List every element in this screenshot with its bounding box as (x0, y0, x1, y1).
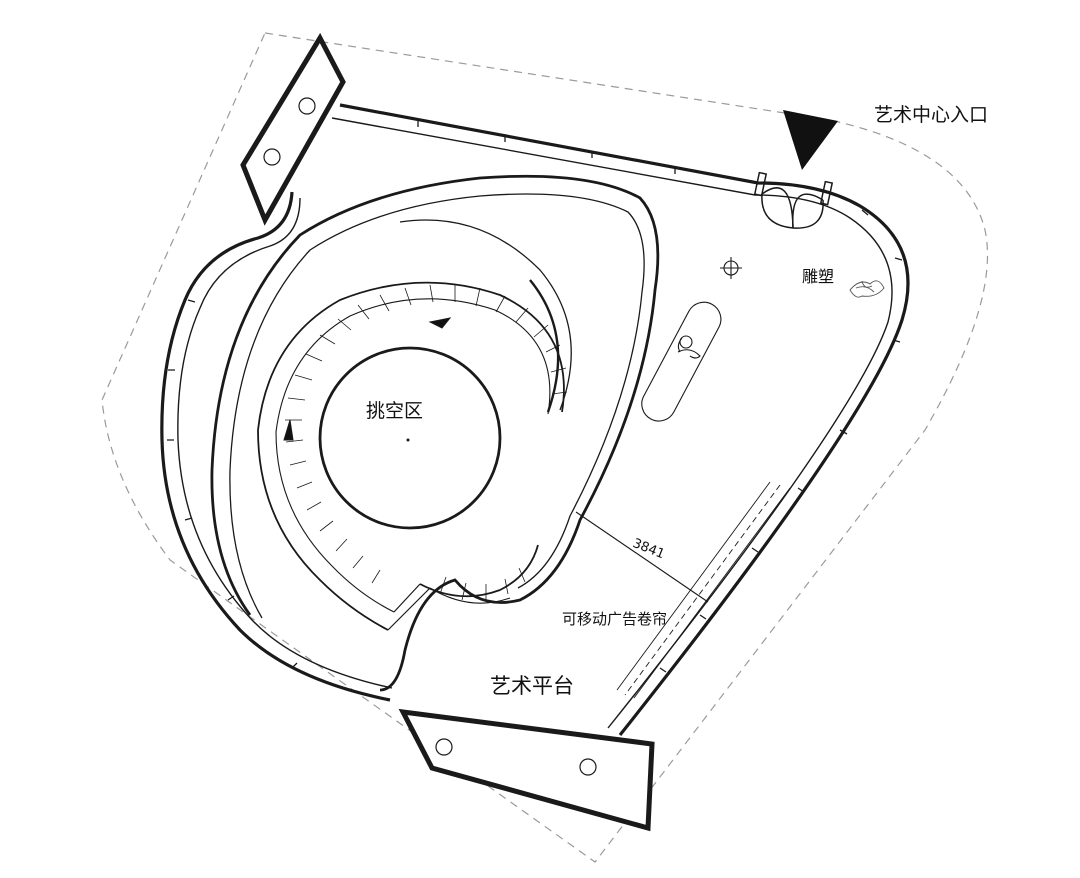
platform-label: 艺术平台 (490, 674, 574, 698)
dimension-line (575, 511, 709, 603)
site-boundary (101, 32, 989, 863)
upper-planter (240, 32, 346, 226)
void-enclosure (210, 174, 660, 692)
stair-arrow-up-icon (428, 317, 452, 329)
curtain-label: 可移动广告卷帘 (562, 610, 668, 628)
void-center-point (406, 438, 410, 442)
lower-planter-circle-1 (435, 738, 453, 756)
spiral-stair (257, 281, 568, 631)
sculpture-icon (849, 280, 885, 298)
lower-planter-circle-2 (579, 758, 597, 776)
entrance-door-icon (753, 171, 834, 229)
void-circle (318, 346, 502, 530)
outer-railing (160, 103, 910, 736)
crosshair-icon (720, 257, 742, 279)
stair-arrow-down-icon (283, 419, 294, 441)
lower-planter (398, 708, 655, 832)
entrance-label: 艺术中心入口 (874, 104, 989, 126)
sculpture-label: 雕塑 (802, 267, 835, 286)
upper-planter-circle-1 (298, 97, 316, 115)
upper-planter-circle-2 (263, 148, 281, 166)
oblong-bench (641, 301, 722, 422)
entrance-marker-icon (783, 110, 838, 170)
movable-curtain (616, 481, 791, 699)
person-icon (677, 335, 701, 359)
void-label: 挑空区 (366, 400, 424, 422)
